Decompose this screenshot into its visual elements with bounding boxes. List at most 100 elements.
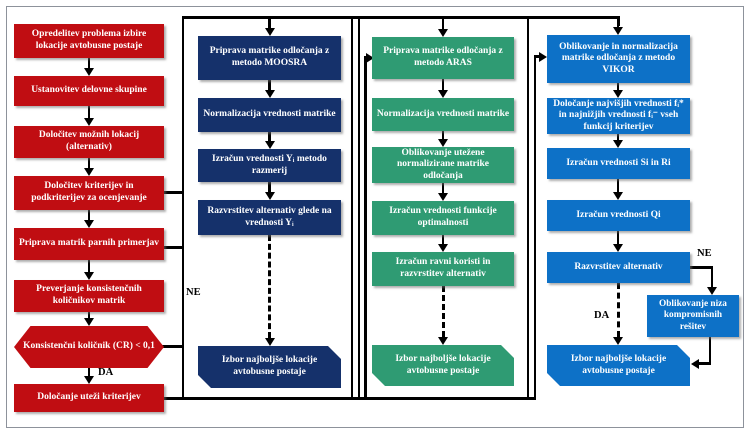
step-label: Določitev kriterijev in podkriterijev za… [31, 181, 147, 203]
step-possible-locations: Določitev možnih lokacij (alternativ) [14, 126, 164, 158]
dashed-arrow-line [441, 286, 445, 337]
arrow-head-down [84, 68, 94, 76]
step-label: Ustanovitev delovne skupine [31, 85, 147, 96]
arrow-line [441, 183, 445, 194]
ne-branch-line [690, 266, 713, 269]
aras-step-weighted-matrix: Oblikovanje utežene normalizirane matrik… [372, 147, 514, 183]
arrow-head-left [691, 359, 699, 369]
step-label: Razvrstitev alternativ [574, 261, 663, 272]
compromise-to-final-line [699, 362, 711, 365]
step-label: Normalizacija vrednosti matrike [203, 109, 336, 120]
step-label: Priprava matrik parnih primerjav [18, 238, 160, 249]
vikor-step-si-ri: Izračun vrednosti Si in Ri [547, 148, 690, 179]
label-ne: NE [186, 287, 201, 298]
top-distribution-line [182, 16, 620, 19]
step-pairwise-matrices: Priprava matrik parnih primerjav [14, 228, 164, 260]
step-label: Izračun vrednosti Yᵢ metodo razmerij [212, 153, 327, 176]
moosra-step-normalize: Normalizacija vrednosti matrike [198, 98, 341, 132]
step-label: Izračun ravni koristi in razvrstitev alt… [395, 257, 491, 279]
arrow-head-down [438, 139, 448, 147]
step-label: Opredelitev problema izbire lokacije avt… [31, 29, 147, 51]
weights-riser-vikor [533, 55, 536, 398]
arrow-head-down [707, 287, 717, 295]
arrow-line [616, 134, 620, 141]
arrow-head-down [84, 272, 94, 280]
arrow-line [87, 106, 91, 119]
arrow-head-down [613, 27, 623, 35]
label-ne-vikor: NE [697, 248, 712, 259]
arrow-head-down [264, 141, 275, 149]
arrow-head-down [438, 193, 448, 201]
step-criteria-definition: Določitev kriterijev in podkriterijev za… [14, 176, 164, 210]
moosra-final-selection: Izbor najboljše lokacije avtobusne posta… [198, 346, 341, 388]
arrow-head-down [264, 192, 275, 200]
arrow-head-down [613, 337, 623, 345]
vikor-step-matrix: Oblikovanje in normalizacija matrike odl… [547, 35, 690, 83]
arrow-head-down [84, 118, 94, 126]
decision-label: Konsistenčni količnik (CR) < 0,1 [23, 341, 155, 352]
step-label: Preverjanje konsistenčnih količnikov mat… [36, 284, 142, 306]
arrow-head-down [613, 140, 623, 148]
arrow-head-down [613, 90, 623, 98]
arrow-line [441, 131, 445, 140]
vikor-step-qi: Izračun vrednosti Qi [547, 200, 690, 231]
ne-return-to-pairwise-line [164, 246, 184, 249]
weights-riser-aras [364, 56, 367, 398]
moosra-step-yi: Izračun vrednosti Yᵢ metodo razmerij [198, 149, 341, 182]
vikor-step-best-worst: Določanje najvišjih vrednosti fᵢ* in naj… [547, 98, 690, 134]
ne-branch-line [710, 266, 713, 288]
page-border [6, 6, 744, 428]
final-label: Izbor najboljše lokacije avtobusne posta… [221, 355, 318, 377]
arrow-head-right [366, 52, 374, 63]
arrow-line [268, 182, 271, 193]
final-label: Izbor najboljše lokacije avtobusne posta… [395, 353, 491, 376]
arrow-line [616, 83, 620, 91]
step-label: Priprava matrike odločanja z metodo ARAS [383, 46, 503, 68]
step-label: Oblikovanje niza kompromisnih rešitev [659, 299, 727, 332]
arrow-line [268, 16, 271, 29]
vikor-compromise-set: Oblikovanje niza kompromisnih rešitev [647, 295, 739, 337]
label-da: DA [98, 367, 114, 378]
weights-distribution-line [164, 397, 536, 400]
arrow-head-down [613, 192, 623, 200]
arrow-line [268, 132, 271, 142]
step-label: Izračun vrednosti funkcije optimalnosti [389, 206, 497, 228]
step-consistency-check: Preverjanje konsistenčnih količnikov mat… [14, 280, 164, 312]
step-label: Izračun vrednosti Si in Ri [566, 157, 671, 168]
vikor-step-ranking: Razvrstitev alternativ [547, 252, 690, 283]
final-label: Izbor najboljše lokacije avtobusne posta… [570, 353, 667, 376]
arrow-line [441, 79, 445, 91]
step-label: Določitev možnih lokacij (alternativ) [38, 130, 140, 152]
aras-step-matrix: Priprava matrike odločanja z metodo ARAS [372, 37, 514, 79]
dashed-arrow-line-da [616, 283, 620, 337]
aras-step-optimality: Izračun vrednosti funkcije optimalnosti [372, 201, 514, 235]
step-problem-definition: Opredelitev problema izbire lokacije avt… [14, 24, 164, 58]
compromise-to-final-line [708, 337, 711, 364]
decision-ne-line [161, 345, 184, 348]
step-label: Normalizacija vrednosti matrike [376, 108, 510, 119]
arrow-head-down [84, 168, 94, 176]
arrow-line [441, 235, 445, 245]
step-label: Razvrstitev alternativ glede na vrednost… [207, 205, 332, 228]
vikor-final-selection: Izbor najboljše lokacije avtobusne posta… [547, 345, 690, 386]
arrow-line [268, 80, 271, 91]
arrow-head-down [613, 244, 623, 252]
weights-elbow-vikor [533, 55, 541, 58]
arrow-head-down [264, 338, 275, 346]
arrow-head-down [84, 318, 94, 326]
step-label: Določanje najvišjih vrednosti fᵢ* in naj… [553, 98, 684, 132]
aras-step-utility-ranking: Izračun ravni koristi in razvrstitev alt… [372, 252, 514, 286]
arrow-head-down [438, 337, 448, 345]
arrow-line [441, 16, 445, 30]
arrow-line [87, 260, 91, 273]
arrow-head-down [438, 244, 448, 252]
decision-consistency-ratio: Konsistenčni količnik (CR) < 0,1 [14, 326, 164, 368]
arrow-line [87, 158, 91, 169]
step-label: Priprava matrike odločanja z metodo MOOS… [209, 46, 330, 68]
step-label: Oblikovanje utežene normalizirane matrik… [396, 147, 490, 181]
arrow-line [87, 58, 91, 69]
arrow-head-down [84, 376, 94, 384]
moosra-step-matrix: Priprava matrike odločanja z metodo MOOS… [198, 36, 341, 80]
moosra-step-ranking: Razvrstitev alternativ glede na vrednost… [198, 200, 341, 235]
